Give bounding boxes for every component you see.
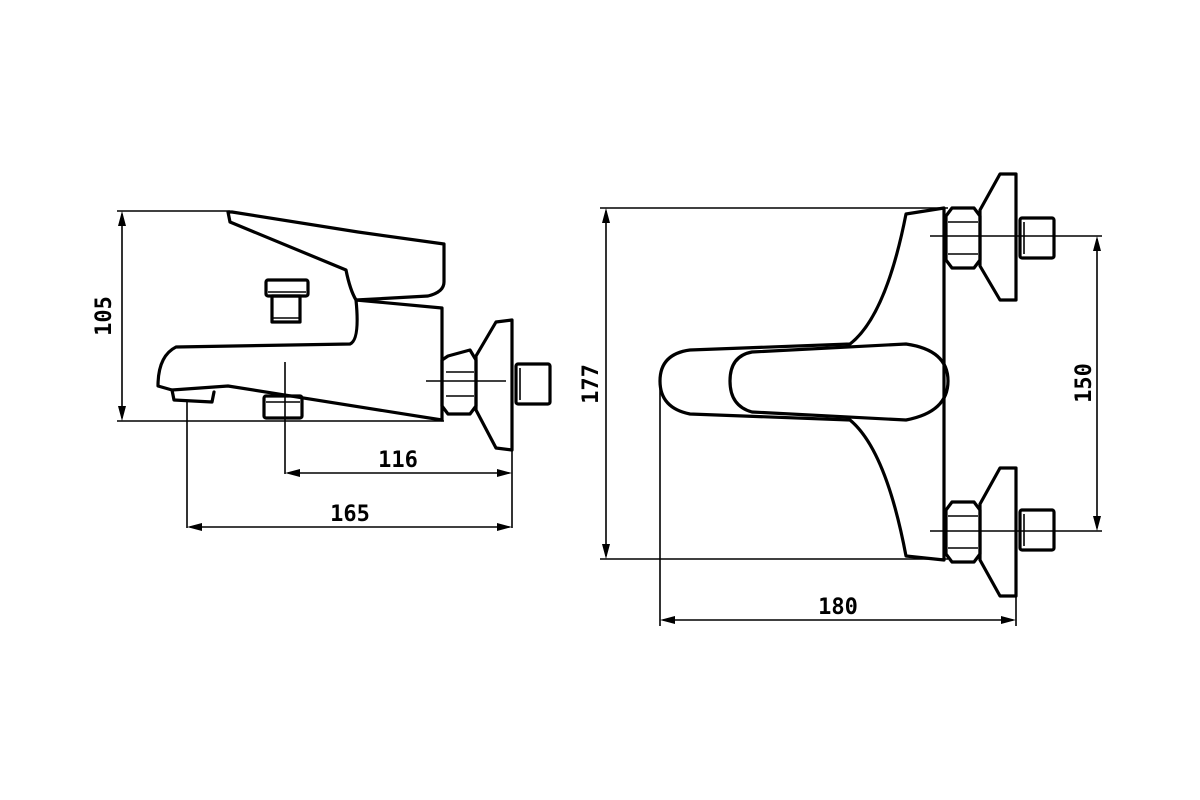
dim-height: 105 — [92, 210, 444, 422]
front-bottom-wall-flange — [978, 466, 1018, 598]
dim-height-label: 105 — [92, 296, 117, 336]
side-diverter-stem — [270, 294, 302, 324]
front-lever — [728, 342, 950, 422]
side-body — [156, 298, 444, 422]
side-hex-nut — [440, 348, 478, 416]
dim-overall-depth-label: 165 — [330, 502, 370, 527]
dim-width: 180 — [659, 388, 1017, 626]
front-top-hex-nut — [944, 206, 982, 270]
side-shower-outlet — [262, 394, 304, 420]
side-view: 105 116 165 — [92, 210, 552, 531]
side-inlet-pipe — [514, 362, 552, 406]
front-bottom-inlet-pipe — [1018, 508, 1056, 552]
side-lever-handle — [226, 210, 446, 302]
dim-total-height-label: 177 — [579, 364, 604, 404]
front-view: 177 150 180 — [579, 172, 1102, 626]
front-bottom-hex-nut — [944, 500, 982, 564]
dim-outlet-offset-label: 116 — [378, 448, 418, 473]
dim-total-height: 177 — [579, 207, 948, 560]
dim-width-label: 180 — [818, 595, 858, 620]
dim-inlet-spacing: 150 — [1072, 236, 1101, 531]
front-body — [658, 206, 946, 562]
side-diverter-cap — [264, 278, 310, 298]
front-top-wall-flange — [978, 172, 1018, 302]
dim-inlet-spacing-label: 150 — [1072, 363, 1097, 403]
dim-overall-depth: 165 — [187, 502, 512, 531]
front-top-inlet-pipe — [1018, 216, 1056, 260]
side-wall-flange — [474, 318, 514, 452]
dim-outlet-offset: 116 — [285, 448, 513, 528]
side-spout-tip — [170, 388, 216, 404]
